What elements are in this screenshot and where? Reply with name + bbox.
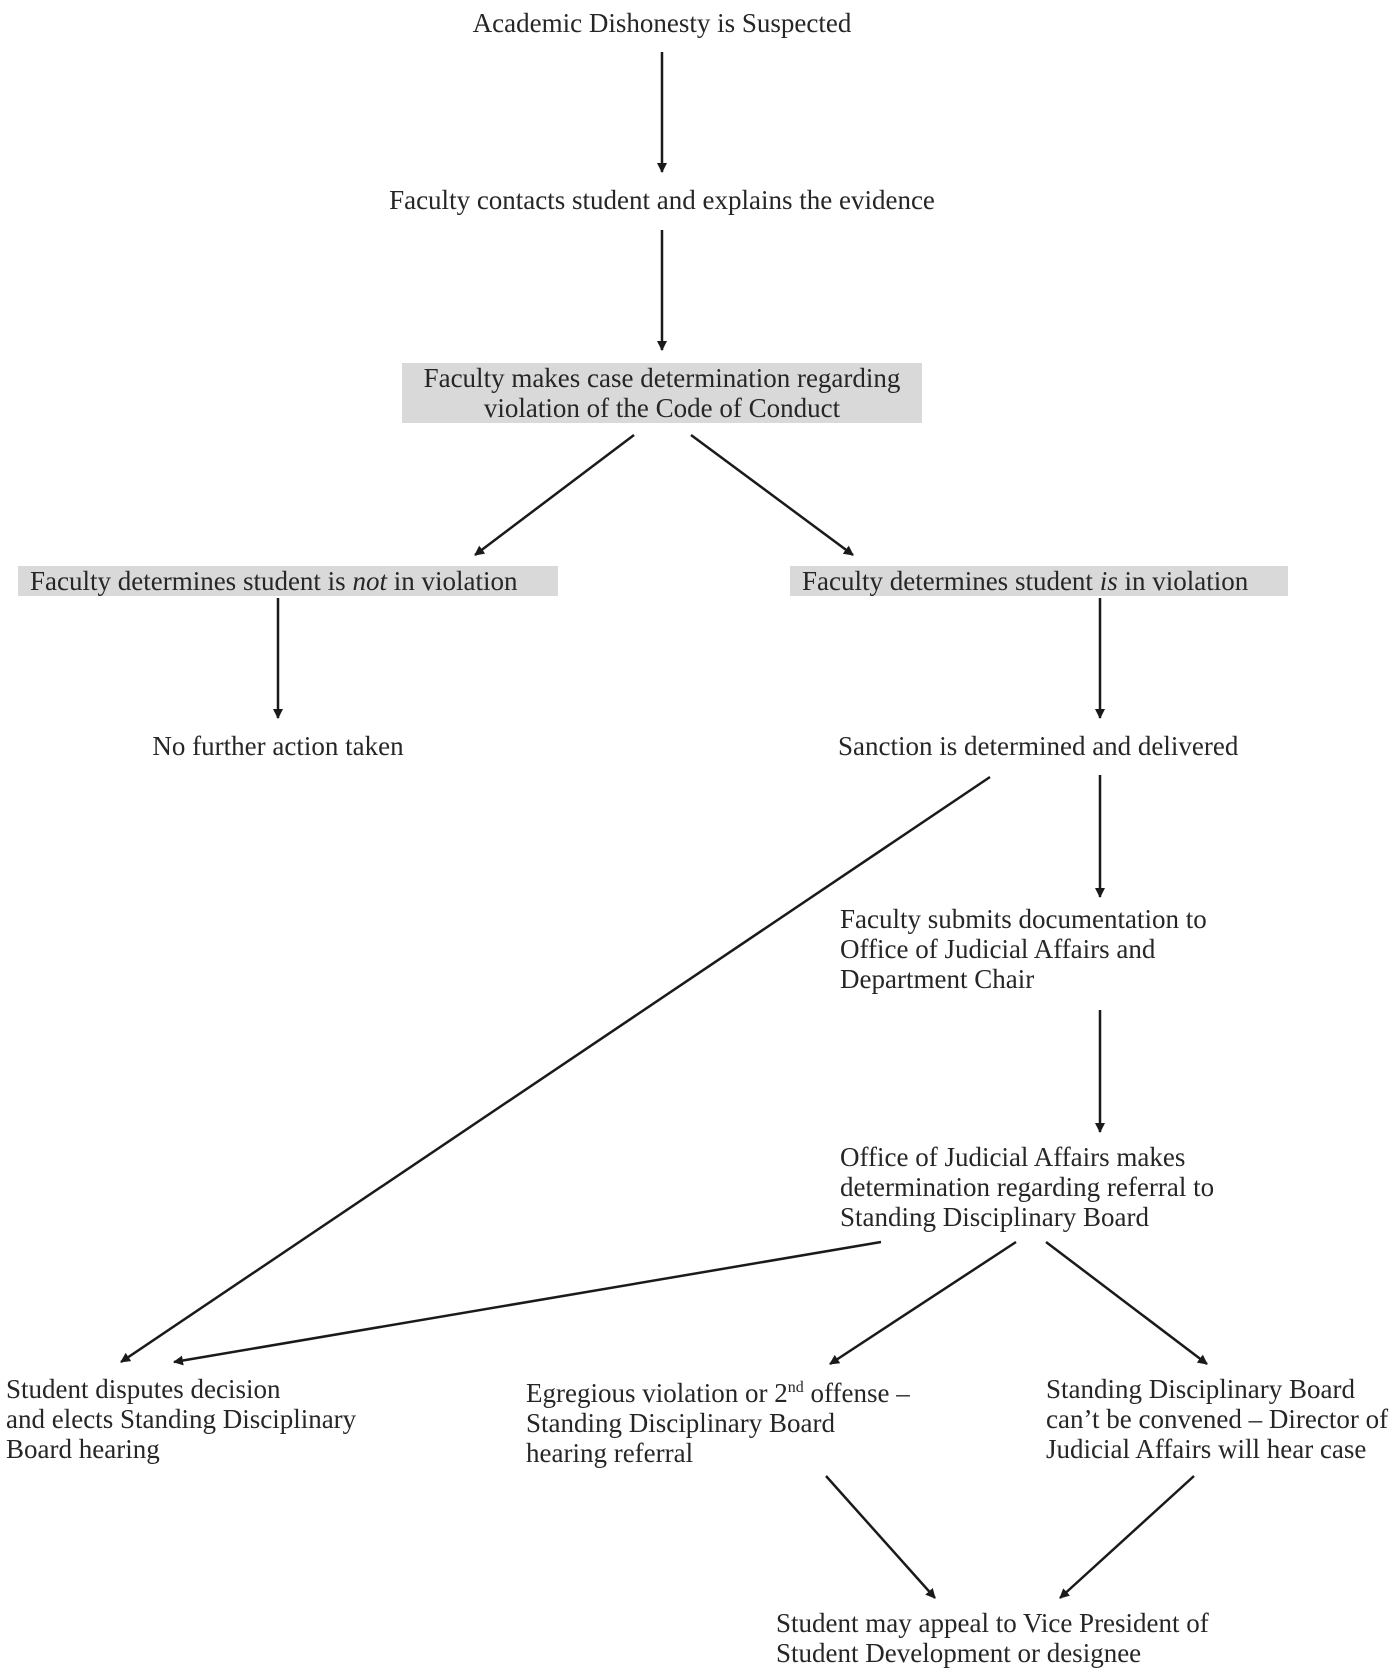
appeal-line1: Student may appeal to Vice President of bbox=[776, 1608, 1209, 1638]
determination-line2: violation of the Code of Conduct bbox=[483, 393, 841, 423]
node-student-disputes: Student disputes decision and elects Sta… bbox=[6, 1374, 446, 1464]
egregious-line1-sup: nd bbox=[787, 1379, 804, 1396]
not-violation-suffix: in violation bbox=[386, 566, 518, 596]
is-violation-emphasis: is bbox=[1099, 566, 1118, 596]
arrow-egregious-to-appeal bbox=[825, 1475, 936, 1599]
board-not-convened-line2: can’t be convened – Director of bbox=[1046, 1404, 1389, 1434]
arrow-oja-to-board-not-convened bbox=[1045, 1241, 1208, 1365]
arrow-determination-to-not-violation bbox=[474, 434, 635, 556]
node-egregious: Egregious violation or 2nd offense – Sta… bbox=[526, 1378, 986, 1468]
egregious-line1-a: Egregious violation or 2 bbox=[526, 1378, 788, 1408]
no-action-text: No further action taken bbox=[152, 731, 404, 761]
submit-docs-line2: Office of Judicial Affairs and bbox=[840, 934, 1156, 964]
arrow-sanction-to-student-disputes bbox=[120, 775, 991, 1364]
not-violation-prefix: Faculty determines student is bbox=[30, 566, 353, 596]
node-appeal: Student may appeal to Vice President of … bbox=[776, 1608, 1336, 1668]
sanction-text: Sanction is determined and delivered bbox=[838, 731, 1239, 761]
board-not-convened-line1: Standing Disciplinary Board bbox=[1046, 1374, 1355, 1404]
appeal-line2: Student Development or designee bbox=[776, 1638, 1142, 1668]
node-start: Academic Dishonesty is Suspected bbox=[362, 8, 962, 38]
node-is-violation: Faculty determines student is in violati… bbox=[790, 566, 1288, 596]
is-violation-prefix: Faculty determines student bbox=[802, 566, 1100, 596]
node-oja-determination: Office of Judicial Affairs makes determi… bbox=[840, 1142, 1380, 1232]
contact-text: Faculty contacts student and explains th… bbox=[389, 185, 935, 215]
arrow-oja-to-student-disputes bbox=[173, 1240, 882, 1366]
board-not-convened-line3: Judicial Affairs will hear case bbox=[1046, 1434, 1367, 1464]
oja-line2: determination regarding referral to bbox=[840, 1172, 1215, 1202]
arrow-oja-to-egregious bbox=[829, 1240, 1017, 1366]
egregious-line1-b: offense – bbox=[803, 1378, 910, 1408]
node-board-not-convened: Standing Disciplinary Board can’t be con… bbox=[1046, 1374, 1396, 1464]
start-text: Academic Dishonesty is Suspected bbox=[472, 8, 852, 38]
arrow-determination-to-is-violation bbox=[690, 433, 854, 557]
egregious-line1: Egregious violation or 2nd offense – bbox=[526, 1378, 986, 1408]
node-submit-docs: Faculty submits documentation to Office … bbox=[840, 904, 1360, 994]
node-not-violation: Faculty determines student is not in vio… bbox=[18, 566, 558, 596]
is-violation-suffix: in violation bbox=[1117, 566, 1249, 596]
student-disputes-line2: and elects Standing Disciplinary bbox=[6, 1404, 357, 1434]
node-no-action: No further action taken bbox=[78, 731, 478, 761]
oja-line1: Office of Judicial Affairs makes bbox=[840, 1142, 1186, 1172]
not-violation-emphasis: not bbox=[352, 566, 387, 596]
node-determination: Faculty makes case determination regardi… bbox=[402, 363, 922, 423]
student-disputes-line1: Student disputes decision bbox=[6, 1374, 281, 1404]
student-disputes-line3: Board hearing bbox=[6, 1434, 160, 1464]
node-sanction: Sanction is determined and delivered bbox=[838, 731, 1358, 761]
egregious-line3: hearing referral bbox=[526, 1438, 694, 1468]
oja-line3: Standing Disciplinary Board bbox=[840, 1202, 1149, 1232]
arrow-board-not-convened-to-appeal bbox=[1059, 1475, 1195, 1599]
submit-docs-line1: Faculty submits documentation to bbox=[840, 904, 1207, 934]
egregious-line2: Standing Disciplinary Board bbox=[526, 1408, 835, 1438]
node-contact: Faculty contacts student and explains th… bbox=[312, 185, 1012, 215]
submit-docs-line3: Department Chair bbox=[840, 964, 1035, 994]
determination-line1: Faculty makes case determination regardi… bbox=[423, 363, 901, 393]
